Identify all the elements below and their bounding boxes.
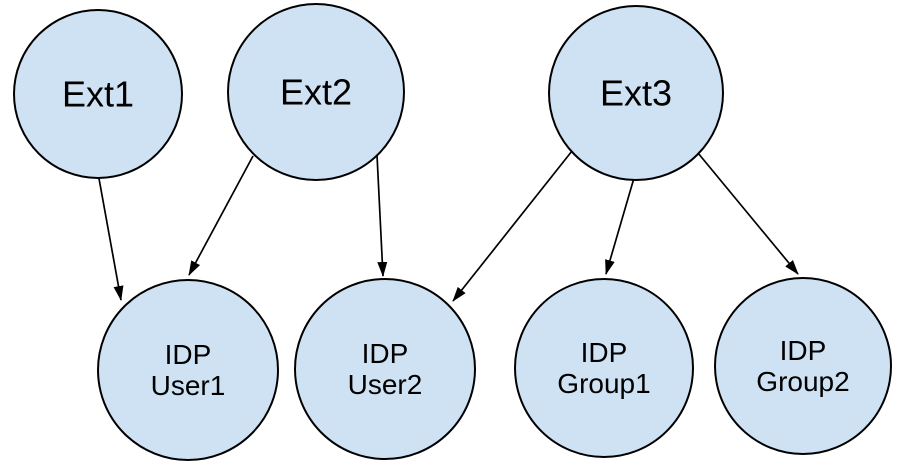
node-idp-user2-circle	[294, 278, 476, 460]
node-ext2-circle	[227, 3, 405, 181]
edge-ext2-to-idp-user2	[376, 154, 388, 277]
edge-ext3-to-idp-group1	[605, 177, 635, 275]
node-ext1-label-line: Ext1	[62, 74, 134, 115]
node-ext1-label: Ext1	[62, 74, 134, 115]
node-idp-group1-circle	[514, 278, 694, 458]
node-idp-group2-label-line: IDP	[780, 335, 827, 366]
node-idp-user1-label-line: User1	[151, 370, 226, 401]
node-ext3-label: Ext3	[600, 73, 672, 114]
node-idp-group2-circle	[714, 277, 892, 455]
node-idp-group1-label-line: IDP	[581, 337, 628, 368]
node-idp-group1-label-line: Group1	[557, 368, 650, 399]
node-idp-user2-label-line: User2	[348, 369, 423, 400]
node-ext2-label: Ext2	[280, 72, 352, 113]
node-idp-user2-label-line: IDP	[362, 338, 409, 369]
edge-ext2-to-idp-user1	[188, 155, 254, 276]
node-ext3-circle	[548, 5, 724, 181]
node-ext2-label-line: Ext2	[280, 72, 352, 113]
edge-ext1-to-idp-user1	[97, 172, 124, 301]
node-idp-user1-circle	[97, 279, 279, 461]
node-ext3: Ext3	[548, 5, 724, 181]
edge-ext3-to-idp-user2	[452, 150, 573, 302]
node-ext2: Ext2	[227, 3, 405, 181]
node-ext1-circle	[13, 9, 183, 179]
node-idp-group2-label-line: Group2	[756, 366, 849, 397]
node-idp-user1-label-line: IDP	[165, 339, 212, 370]
node-ext1: Ext1	[13, 9, 183, 179]
node-ext3-label-line: Ext3	[600, 73, 672, 114]
edge-ext3-to-idp-group2	[697, 152, 799, 275]
